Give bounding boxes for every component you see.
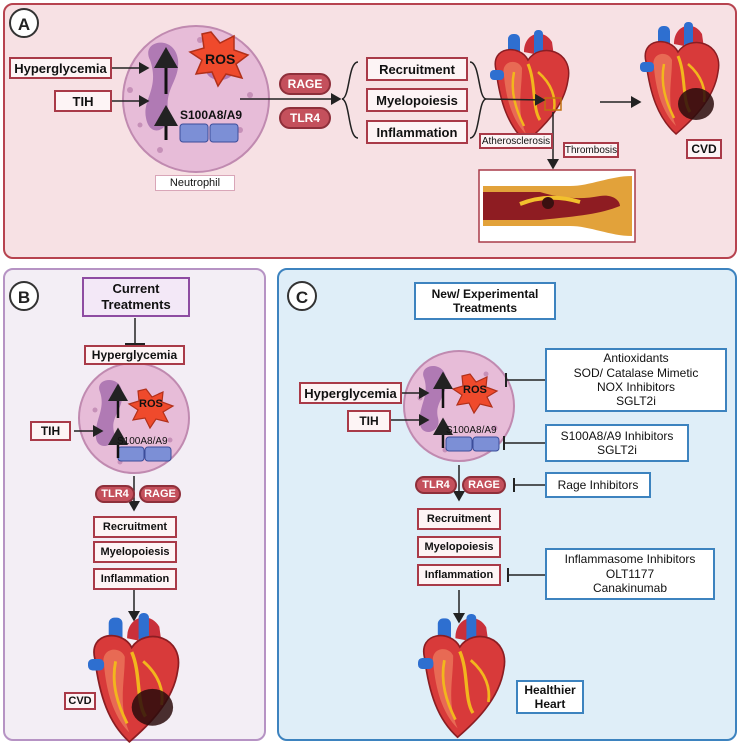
current-treatments-title: Current Treatments [82,277,190,317]
s100-inhibitor-item: SGLT2i [597,443,637,457]
ros-label-c: ROS [463,384,487,396]
inflammasome-inhibitor-item: Canakinumab [592,581,668,596]
tlr4-pill-c: TLR4 [415,476,457,494]
rage-inhibitors-box: Rage Inhibitors [545,472,651,498]
healthier-heart-label: Healthier Heart [516,680,584,714]
ros-label-a: ROS [205,51,236,67]
neutrophil-label-a: Neutrophil [155,175,235,191]
tih-box-b: TIH [30,421,71,441]
s100-inhibitors-box: S100A8/A9 Inhibitors SGLT2i [545,424,689,462]
neutrophil-cell-c [403,350,515,462]
inflammation-box-b: Inflammation [93,568,177,590]
neutrophil-cell-b [78,362,190,474]
thrombosis-label: Thrombosis [563,142,619,158]
panel-label-c: C [287,281,317,311]
recruitment-box-c: Recruitment [417,508,501,530]
rage-pill-a: RAGE [279,73,331,95]
s100-label-a: S100A8/A9 [180,108,243,122]
s100-label-b: S100A8/A9 [117,436,168,447]
healthy-heart-c [416,612,507,739]
inflammation-box-c: Inflammation [417,564,501,586]
myelopoiesis-box-a: Myelopoiesis [366,88,468,112]
cvd-label-b: CVD [64,692,96,710]
rage-pill-b: RAGE [139,485,181,503]
tlr4-pill-b: TLR4 [95,485,135,503]
hyperglycemia-box-a: Hyperglycemia [9,57,112,79]
myelopoiesis-box-b: Myelopoiesis [93,541,177,563]
inflammasome-inhibitor-item: Inflammasome Inhibitors [564,552,696,567]
tlr4-pill-a: TLR4 [279,107,331,129]
recruitment-box-b: Recruitment [93,516,177,538]
hyperglycemia-box-c: Hyperglycemia [299,382,402,404]
s100-label-c: S100A8/A9 [446,425,497,436]
ros-inhibitor-item: SGLT2i [616,394,656,409]
inflammasome-inhibitor-item: OLT1177 [605,566,655,581]
tih-box-a: TIH [54,90,112,112]
s100-inhibitor-item: S100A8/A9 Inhibitors [560,428,674,443]
ros-label-b: ROS [139,398,163,410]
ros-inhibitors-box: Antioxidants SOD/ Catalase Mimetic NOX I… [545,348,727,412]
tih-box-c: TIH [347,410,391,432]
hyperglycemia-box-b: Hyperglycemia [84,345,185,365]
inflammasome-inhibitors-box: Inflammasome Inhibitors OLT1177 Canakinu… [545,548,715,600]
myelopoiesis-box-c: Myelopoiesis [417,536,501,558]
diseased-heart-b [86,611,181,744]
ros-inhibitor-item: Antioxidants [603,351,669,366]
inflammation-box-a: Inflammation [366,120,468,144]
experimental-treatments-title: New/ Experimental Treatments [414,282,556,320]
rage-pill-c: RAGE [462,476,506,494]
panel-c [277,268,737,741]
recruitment-box-a: Recruitment [366,57,468,81]
atherosclerosis-label: Atherosclerosis [479,133,553,149]
neutrophil-cell-a [122,25,270,173]
artery-cross-section [478,169,636,243]
panel-label-a: A [9,8,39,38]
ros-inhibitor-item: SOD/ Catalase Mimetic [573,365,699,380]
heart-a [488,28,571,144]
ros-inhibitor-item: NOX Inhibitors [596,380,676,394]
panel-label-b: B [9,281,39,311]
ros-burst-a [188,31,250,88]
diseased-heart-a [638,20,721,136]
cvd-label-a: CVD [686,139,722,159]
